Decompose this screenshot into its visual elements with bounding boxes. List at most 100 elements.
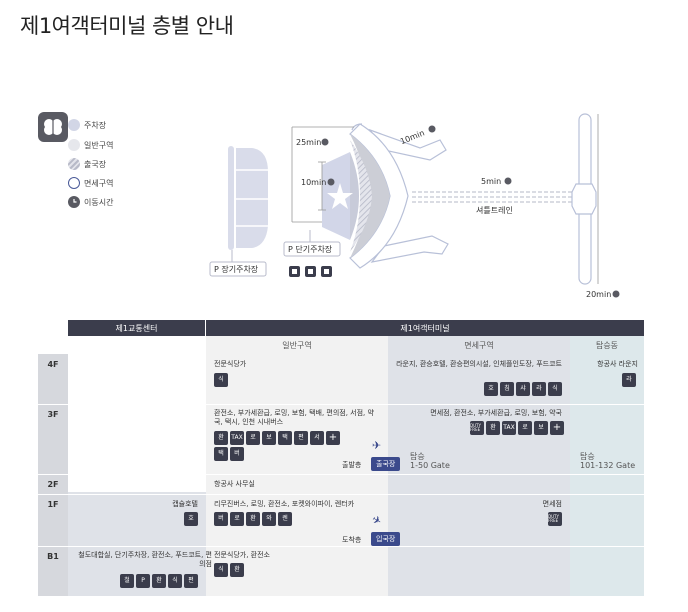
limousine-bus-icon: 버 bbox=[214, 512, 228, 526]
f3-general-text: 환전소, 부가세환급, 로밍, 보험, 택배, 편의점, 서점, 약국, 택시,… bbox=[214, 409, 374, 426]
f4-duty-free-text: 라운지, 환승호텔, 환승편의시설, 인체플인도장, 푸드코트 bbox=[396, 360, 562, 368]
general-area-column-bg bbox=[206, 336, 388, 596]
f1-transport-text: 캡슐호텔 bbox=[172, 500, 198, 508]
bus-icon: 버 bbox=[230, 447, 244, 461]
departure-plane-icon: ✈ bbox=[372, 439, 382, 452]
measurement-lines bbox=[291, 126, 354, 223]
floor-3f-label: 3F bbox=[38, 404, 68, 474]
duty-free-icon: DUTY FREE bbox=[470, 421, 484, 435]
bookstore-icon: 서 bbox=[310, 431, 324, 445]
long-term-parking-label: P 장기주차장 bbox=[214, 264, 259, 274]
terminal-building bbox=[349, 123, 449, 269]
long-term-parking: P 장기주차장 bbox=[209, 146, 268, 277]
lounge-icon: 라 bbox=[622, 373, 636, 387]
f4-boarding-icons: 라 bbox=[622, 373, 636, 387]
exchange-icon: 환 bbox=[214, 431, 228, 445]
tax-refund-icon: TAX bbox=[230, 431, 244, 445]
restaurant-icon: 식 bbox=[214, 373, 228, 387]
clock-icon bbox=[428, 125, 436, 133]
terminal-map: P 장기주차장 P 단기주차장 25min 10mi bbox=[209, 113, 620, 299]
floor-2f-label: 2F bbox=[38, 474, 68, 494]
f1-transport-icons: 호 bbox=[184, 512, 198, 526]
f4-general-icons: 식 bbox=[214, 373, 228, 387]
legend-label: 일반구역 bbox=[84, 140, 114, 150]
header-transport-center: 제1교통센터 bbox=[68, 320, 205, 336]
f3-duty-free-icons: DUTY FREE 환 TAX 로 보 + bbox=[470, 421, 564, 435]
subheader-duty-free: 면세구역 bbox=[464, 340, 494, 350]
taxi-icon: 택 bbox=[214, 447, 228, 461]
legend-duty-free: 면세구역 bbox=[68, 175, 113, 191]
header-terminal: 제1여객터미널 bbox=[206, 320, 644, 336]
time-5-label: 5min bbox=[481, 177, 501, 186]
shuttle-train-label: 셔틀트레인 bbox=[476, 205, 513, 215]
wifi-icon: 와 bbox=[262, 512, 276, 526]
floor-b1-label: B1 bbox=[38, 546, 68, 596]
exchange-icon: 환 bbox=[246, 512, 260, 526]
b1-transport-icons: 철 P 환 식 편 bbox=[120, 574, 198, 588]
f3-boarding-gate-label: 탑승 bbox=[580, 452, 595, 461]
parking-icon: P bbox=[136, 574, 150, 588]
restaurant-icon: 식 bbox=[214, 563, 228, 577]
f4-boarding-text: 항공사 라운지 bbox=[597, 360, 638, 368]
f3-duty-free-gate: 1-50 Gate bbox=[410, 461, 450, 470]
duty-free-swatch-icon bbox=[68, 177, 80, 189]
departure-hall-badge: 출국장 bbox=[371, 457, 401, 471]
roaming-icon: 로 bbox=[230, 512, 244, 526]
departure-floor-label: 출발층 bbox=[342, 461, 362, 469]
f2-general-text: 항공사 사무실 bbox=[214, 480, 255, 488]
arrival-floor-label: 도착층 bbox=[342, 536, 362, 544]
clock-icon bbox=[612, 290, 620, 298]
b1-general-text: 전문식당가, 환전소 bbox=[214, 551, 270, 559]
duty-free-icon: DUTY FREE bbox=[548, 512, 562, 526]
roaming-icon: 로 bbox=[518, 421, 532, 435]
f3-boarding-gate: 101-132 Gate bbox=[580, 461, 636, 470]
insurance-icon: 보 bbox=[534, 421, 548, 435]
restaurant-icon: 식 bbox=[548, 382, 562, 396]
exchange-icon: 환 bbox=[230, 563, 244, 577]
legend-label: 면세구역 bbox=[84, 178, 114, 188]
f1-duty-free-icons: DUTY FREE bbox=[548, 512, 562, 526]
pharmacy-icon: + bbox=[550, 421, 564, 435]
general-area-swatch-icon bbox=[68, 139, 80, 151]
convenience-store-icon: 편 bbox=[184, 574, 198, 588]
floor-1f-label: 1F bbox=[38, 494, 68, 546]
f1-general-icons: 버 로 환 와 렌 bbox=[214, 512, 292, 526]
subheader-boarding: 탑승동 bbox=[595, 340, 619, 350]
time-10-top-label: 10min bbox=[399, 128, 426, 146]
page-title: 제1여객터미널 층별 안내 bbox=[20, 14, 234, 38]
exchange-icon: 환 bbox=[152, 574, 166, 588]
restaurant-icon: 식 bbox=[168, 574, 182, 588]
tax-refund-icon: TAX bbox=[502, 421, 516, 435]
clock-icon bbox=[327, 178, 335, 186]
hotel-icon: 호 bbox=[484, 382, 498, 396]
b1-transport-text: 철도대합실, 단기주차장, 환전소, 푸드코트, 편의점 bbox=[78, 551, 212, 568]
floor-guide-table: 제1교통센터 제1여객터미널 일반구역 면세구역 탑승동 4F 3F 2F 1F… bbox=[38, 320, 644, 596]
bed-icon: 침 bbox=[500, 382, 514, 396]
insurance-icon: 보 bbox=[262, 431, 276, 445]
time-10-label: 10min bbox=[301, 178, 326, 187]
f3-general-icons-2: 택 버 bbox=[214, 447, 244, 461]
capsule-hotel-icon: 호 bbox=[184, 512, 198, 526]
legend-departure-hall: 출국장 bbox=[68, 156, 106, 172]
clock-icon bbox=[321, 138, 329, 146]
b1-general-icons: 식 환 bbox=[214, 563, 244, 577]
exchange-icon: 환 bbox=[486, 421, 500, 435]
rent-a-car-icon: 렌 bbox=[278, 512, 292, 526]
floor-4f-label: 4F bbox=[38, 354, 68, 404]
short-term-parking: P 단기주차장 bbox=[283, 152, 359, 277]
time-20-label: 20min bbox=[586, 290, 611, 299]
shower-icon: 샤 bbox=[516, 382, 530, 396]
duty-free-column-bg bbox=[388, 336, 570, 596]
departure-swatch-icon bbox=[68, 158, 80, 170]
transport-upper-blank bbox=[68, 354, 206, 492]
brain-icon bbox=[38, 112, 68, 142]
f1-duty-free-text: 면세점 bbox=[542, 500, 562, 508]
f3-duty-free-text: 면세점, 환전소, 부가세환급, 로밍, 보험, 약국 bbox=[430, 409, 562, 417]
lounge-icon: 라 bbox=[532, 382, 546, 396]
legend-parking: 주차장 bbox=[68, 117, 106, 133]
delivery-icon: 택 bbox=[278, 431, 292, 445]
f4-duty-free-icons: 호 침 샤 라 식 bbox=[484, 382, 562, 396]
legend-label: 이동시간 bbox=[84, 197, 114, 207]
legend-general-area: 일반구역 bbox=[68, 137, 113, 153]
shuttle-train-track bbox=[412, 191, 574, 203]
